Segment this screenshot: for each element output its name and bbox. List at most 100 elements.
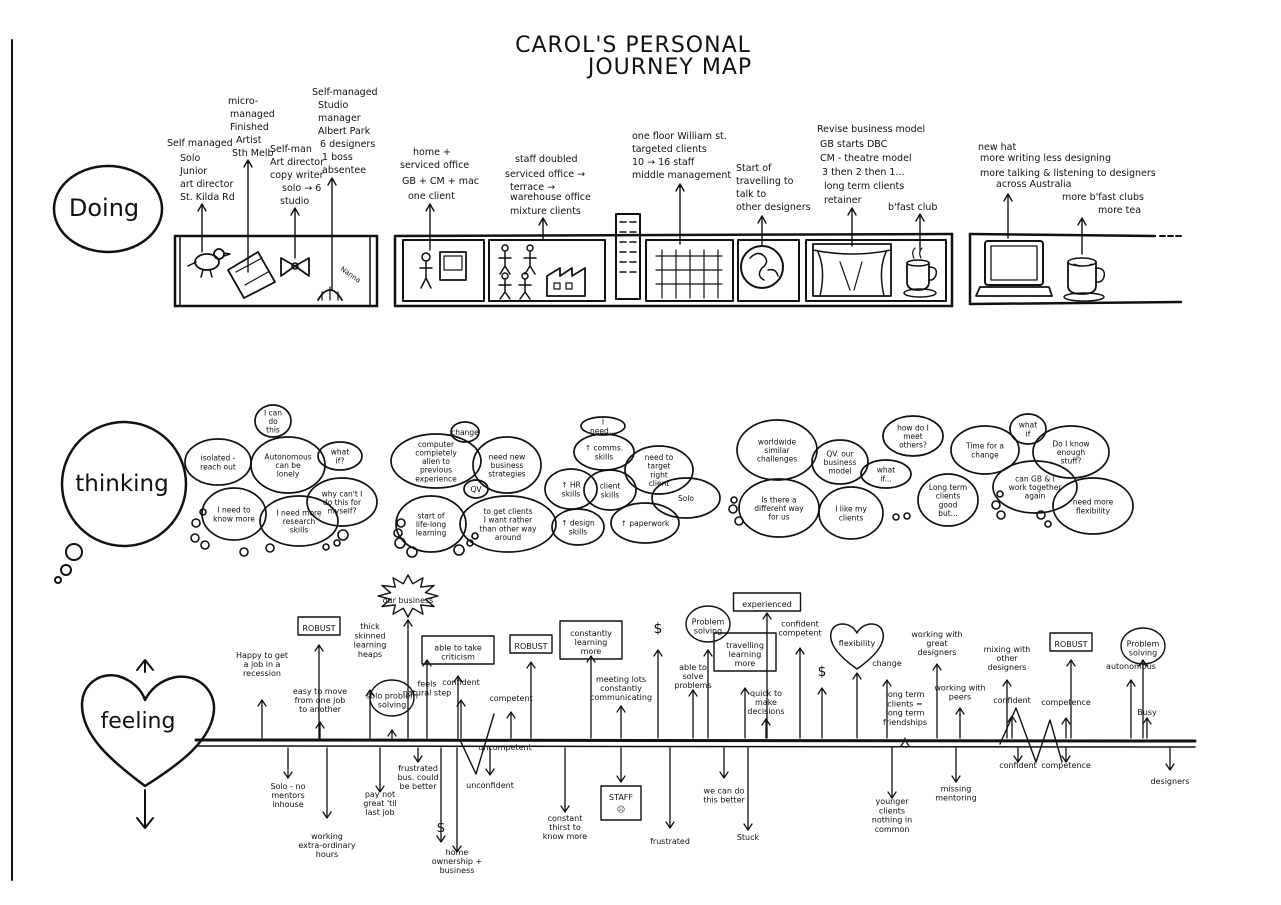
feeling-up-note: change	[872, 659, 902, 739]
feeling-heart	[80, 673, 216, 788]
feeling-up-note: competence	[1041, 698, 1091, 739]
doing-strip-2	[393, 213, 954, 308]
feeling-down-note: designers	[1151, 747, 1190, 786]
feeling-down-text: uncompetent	[478, 743, 532, 752]
doing-notes: Self managed Solo Junior art director St…	[167, 87, 1156, 291]
thought-dot	[333, 539, 341, 547]
thought-dot	[471, 532, 479, 540]
thought-dot	[337, 529, 349, 541]
thought-dot	[393, 528, 403, 538]
feeling-down-note: unconfident	[466, 747, 514, 790]
feeling-up-note: confident	[442, 678, 480, 739]
thought-dot	[191, 518, 201, 528]
feeling-up-text: competence	[1041, 698, 1091, 707]
thought-dot	[1044, 520, 1052, 528]
doing-note-5: home + serviced office GB + CM + mac one…	[400, 147, 482, 202]
doing-note-7: one floor William st. targeted clients 1…	[632, 131, 731, 181]
feeling-up-note: autonomous	[1106, 662, 1156, 739]
doing-label: Doing	[69, 194, 139, 222]
thought-dot	[991, 500, 1001, 510]
feeling-down-text: Stuck	[737, 833, 760, 842]
feeling-down-note: uncompetent	[478, 743, 532, 752]
thought-dot	[200, 540, 210, 550]
thought-dot	[728, 504, 738, 514]
feeling-up-note: competent	[489, 694, 533, 739]
thought-dot	[239, 547, 249, 557]
thinking-bubble	[60, 420, 188, 548]
feeling-up-note: flexibility	[829, 623, 885, 739]
feeling-down-text: frustrated	[650, 837, 690, 846]
feeling-down-text: unconfident	[466, 781, 514, 790]
doing-note-6: staff doubled serviced office → terrace …	[505, 154, 594, 217]
staff-people-icon	[498, 244, 537, 300]
feeling-down-note: $	[436, 747, 446, 843]
thought-text: QV	[470, 485, 482, 494]
feeling-up-text: ROBUST	[1054, 640, 1087, 649]
feeling-up-note: ROBUST	[1049, 632, 1093, 739]
feeling-up-text: Busy	[1137, 708, 1157, 717]
thought-dot	[996, 490, 1004, 498]
svg-text:☹: ☹	[617, 805, 625, 814]
thought-dot	[730, 496, 738, 504]
feeling-down-text: designers	[1151, 777, 1190, 786]
doing-note-12: more b'fast clubs more tea	[1062, 192, 1147, 216]
doing-lane: Doing Nan	[52, 87, 1183, 308]
doing-strip-1: Nanna	[173, 234, 379, 308]
feeling-down-note: Stuck	[737, 747, 760, 842]
thought-dot	[996, 510, 1006, 520]
feeling-down-note: competence	[1041, 747, 1091, 770]
feeling-down-text: confident	[999, 761, 1037, 770]
tea-cup-icon	[1063, 257, 1106, 302]
sketchbook-icon	[227, 251, 276, 299]
thought-dot	[396, 518, 406, 528]
doing-note-4: Self-managed Studio manager Albert Park …	[312, 87, 381, 176]
